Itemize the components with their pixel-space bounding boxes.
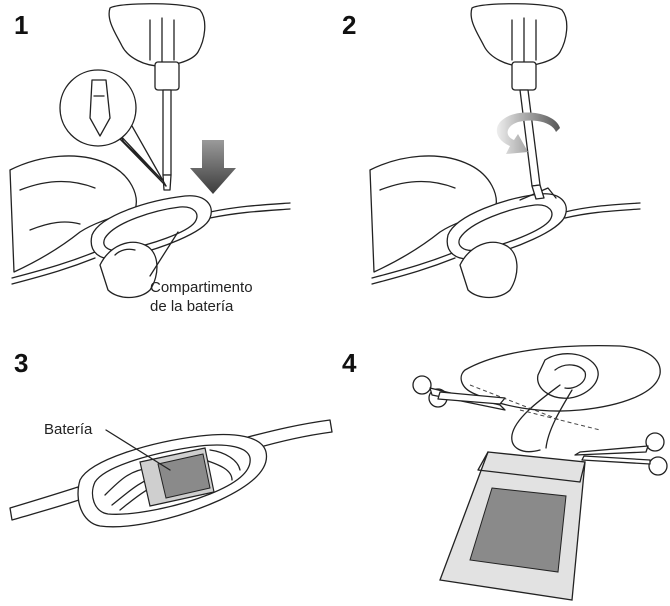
push-down-arrow-icon [190, 140, 236, 194]
step-2-number: 2 [342, 10, 356, 40]
step-3-panel: 3 Batería [10, 348, 332, 527]
battery-pouch-icon [440, 452, 585, 600]
cable-left-3 [10, 487, 82, 520]
battery-compartment-label-line1: Compartimento [150, 279, 253, 296]
screwdriver-icon [471, 4, 567, 199]
battery-compartment-label-line2: de la batería [150, 298, 234, 315]
step-3-number: 3 [14, 348, 28, 378]
cable-right [210, 203, 290, 212]
cut-line-2 [520, 410, 600, 430]
step-4-panel: 4 [342, 346, 667, 600]
battery-label: Batería [44, 421, 93, 438]
step-4-number: 4 [342, 348, 357, 378]
step-1-number: 1 [14, 10, 28, 40]
scissors-icon [575, 433, 667, 475]
step-2-panel: 2 [342, 4, 640, 298]
step-1-panel: 1 Compartimento de la batería [10, 4, 290, 315]
